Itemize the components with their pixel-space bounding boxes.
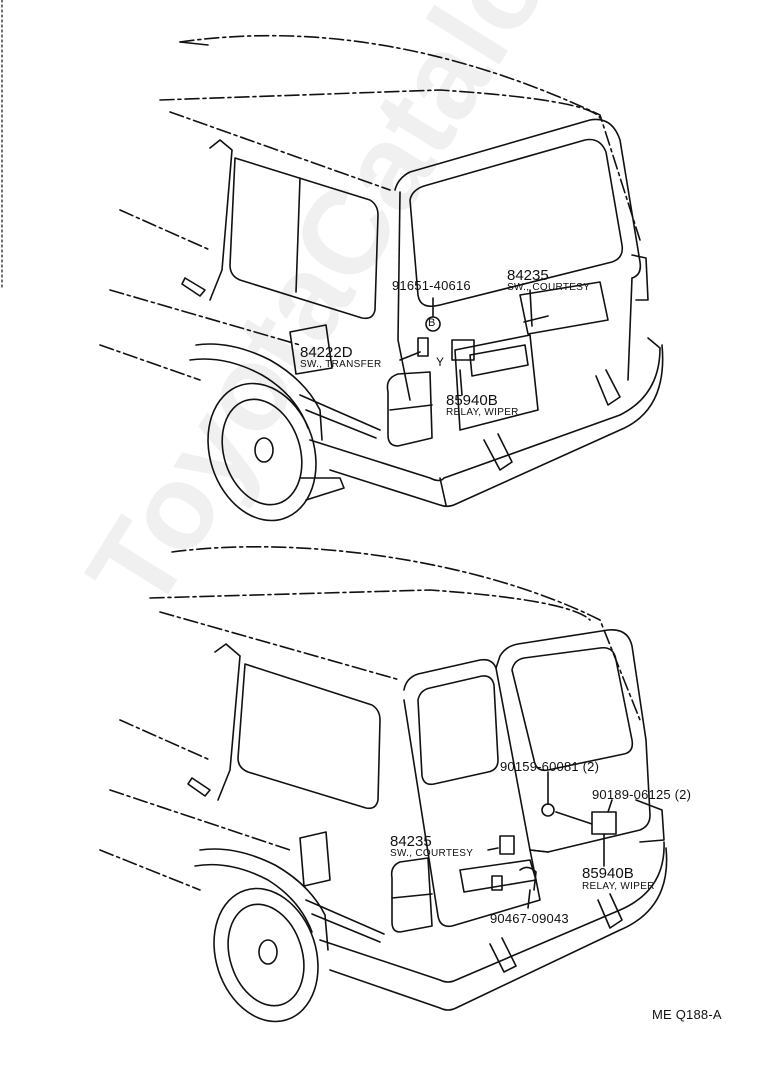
top-vehicle [99,34,664,522]
part-desc-85940b-top: RELAY, WIPER [446,407,519,418]
part-number-85940b-top: 85940B [446,392,498,409]
bottom-vehicle [99,546,668,1023]
part-desc-85940b-bottom: RELAY, WIPER [582,881,655,892]
connector-mark-y: Y [436,355,445,369]
part-desc-84222d: SW., TRANSFER [300,359,382,370]
part-number-91651: 91651-40616 [392,278,471,293]
part-number-90189: 90189-06125 (2) [592,787,692,802]
part-desc-84235-top: SW., COURTESY [507,282,591,293]
part-number-90159: 90159-60081 (2) [500,759,600,774]
part-number-85940b-bottom: 85940B [582,865,634,882]
part-number-84222d: 84222D [300,344,353,361]
figure-code: ME Q188-A [652,1007,722,1022]
part-number-84235-top: 84235 [507,267,549,284]
part-desc-84235-bottom: SW., COURTESY [390,848,474,859]
part-number-84235-bottom: 84235 [390,833,432,850]
connector-mark-b: B [428,317,436,329]
part-number-90467: 90467-09043 [490,911,569,926]
